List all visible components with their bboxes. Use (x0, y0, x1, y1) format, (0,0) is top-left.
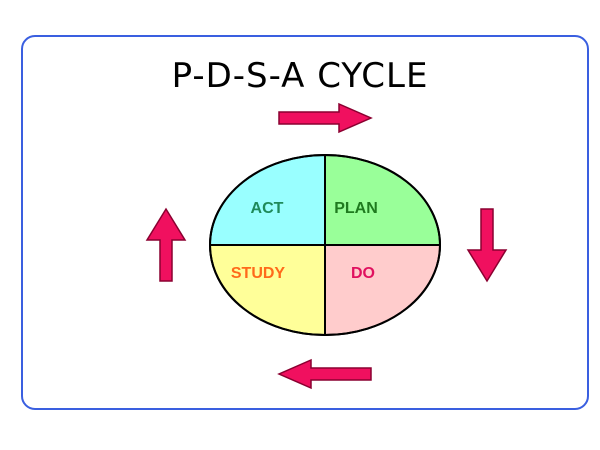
quadrant-label-study: STUDY (231, 265, 286, 282)
quadrant-do (324, 244, 442, 337)
arrow-left-icon (277, 358, 372, 390)
quadrant-label-act: ACT (251, 200, 284, 217)
arrow-up-icon (145, 207, 187, 282)
quadrant-study (208, 244, 326, 337)
diagram-title: P-D-S-A CYCLE (171, 56, 429, 96)
quadrant-label-plan: PLAN (334, 200, 378, 217)
arrow-down-icon (466, 208, 508, 283)
arrow-right-icon (278, 102, 373, 134)
quadrant-label-do: DO (351, 265, 375, 282)
